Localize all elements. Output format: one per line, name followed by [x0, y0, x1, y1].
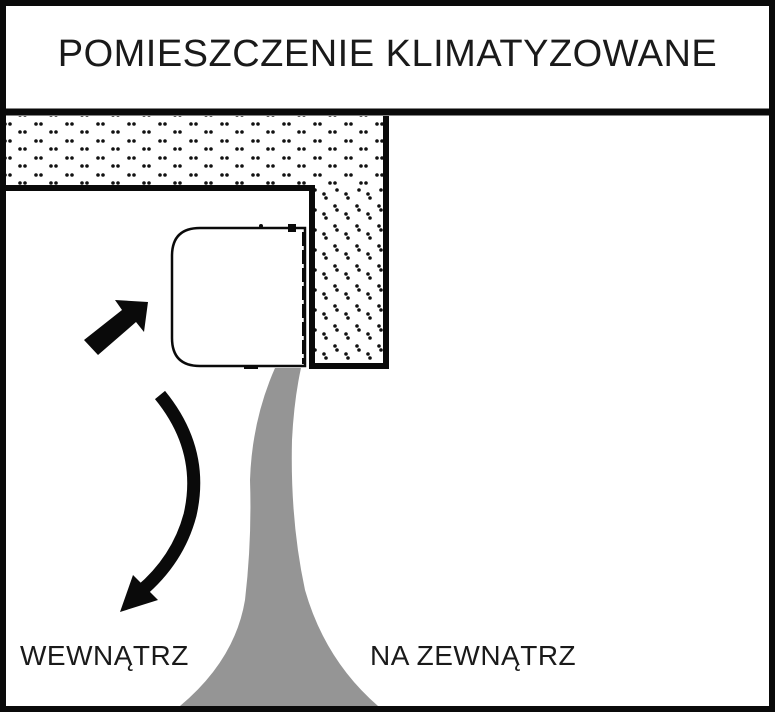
insulated-wall [6, 116, 389, 369]
label-inside: WEWNĄTRZ [20, 640, 189, 671]
air-conditioner-unit [170, 224, 307, 369]
label-outside: NA ZEWNĄTRZ [370, 640, 577, 671]
circulation-arrow-icon [120, 390, 201, 612]
exhaust-plume [180, 368, 378, 706]
intake-arrow-icon [84, 300, 148, 355]
diagram-title: POMIESZCZENIE KLIMATYZOWANE [57, 32, 718, 75]
